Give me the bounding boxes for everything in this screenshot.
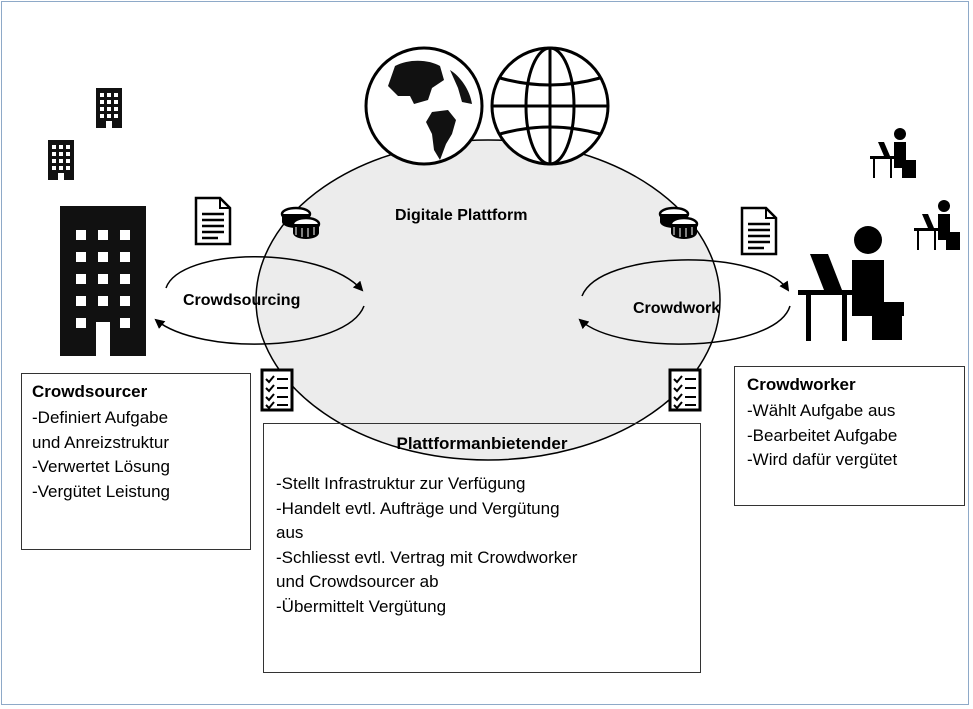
crowdworker-line: -Wählt Aufgabe aus <box>747 401 896 420</box>
crowdsourcing-label: Crowdsourcing <box>183 292 301 309</box>
crowdsourcer-line: -Verwertet Lösung <box>32 457 170 476</box>
platform-provider-line: -Handelt evtl. Aufträge und Vergütung <box>276 498 560 518</box>
platform-provider-line: und Crowdsourcer ab <box>276 572 439 591</box>
platform-ellipse <box>255 139 721 461</box>
platform-provider-title: Plattformanbietender <box>396 434 568 453</box>
crowdworker-title: Crowdworker <box>747 375 856 394</box>
platform-provider-line: -Stellt Infrastruktur zur Verfügung <box>276 474 526 493</box>
crowdsourcer-line: -Definiert Aufgabe <box>32 408 169 427</box>
crowdwork-label: Crowdwork <box>633 300 721 317</box>
crowdsourcer-box: Crowdsourcer -Definiert Aufgabe und Anre… <box>21 373 251 550</box>
crowdsourcing-cycle-arrows <box>154 256 365 345</box>
document-icon <box>740 206 778 256</box>
person-at-laptop-icon <box>798 226 904 341</box>
crowdworker-line: -Wird dafür vergütet <box>747 450 898 469</box>
crowdwork-cycle-arrows <box>578 259 791 345</box>
building-icon <box>60 206 146 356</box>
checklist-icon <box>260 368 294 412</box>
platform-provider-line: aus <box>276 523 304 542</box>
crowdsourcer-line: -Vergütet Leistung <box>32 481 170 501</box>
platform-provider-line: -Übermittelt Vergütung <box>276 596 447 616</box>
person-at-laptop-icon <box>914 200 960 250</box>
document-icon <box>194 196 232 246</box>
crowdsourcer-line: und Anreizstruktur <box>32 432 170 452</box>
checklist-icon <box>668 368 702 412</box>
person-at-laptop-icon <box>870 128 916 178</box>
platform-provider-line: -Schliesst evtl. Vertrag mit Crowdworker <box>276 547 578 567</box>
crowdworker-line: -Bearbeitet Aufgabe <box>747 425 898 445</box>
platform-provider-box: Plattformanbietender -Stellt Infrastrukt… <box>263 423 701 673</box>
globe-grid-icon <box>490 46 610 166</box>
globe-americas-icon <box>364 46 484 166</box>
building-small-icon <box>96 88 122 128</box>
building-small-icon <box>48 140 74 180</box>
crowdworker-box: Crowdworker -Wählt Aufgabe aus -Bearbeit… <box>734 366 965 506</box>
crowdsourcer-title: Crowdsourcer <box>32 382 148 401</box>
platform-label: Digitale Plattform <box>395 207 528 224</box>
